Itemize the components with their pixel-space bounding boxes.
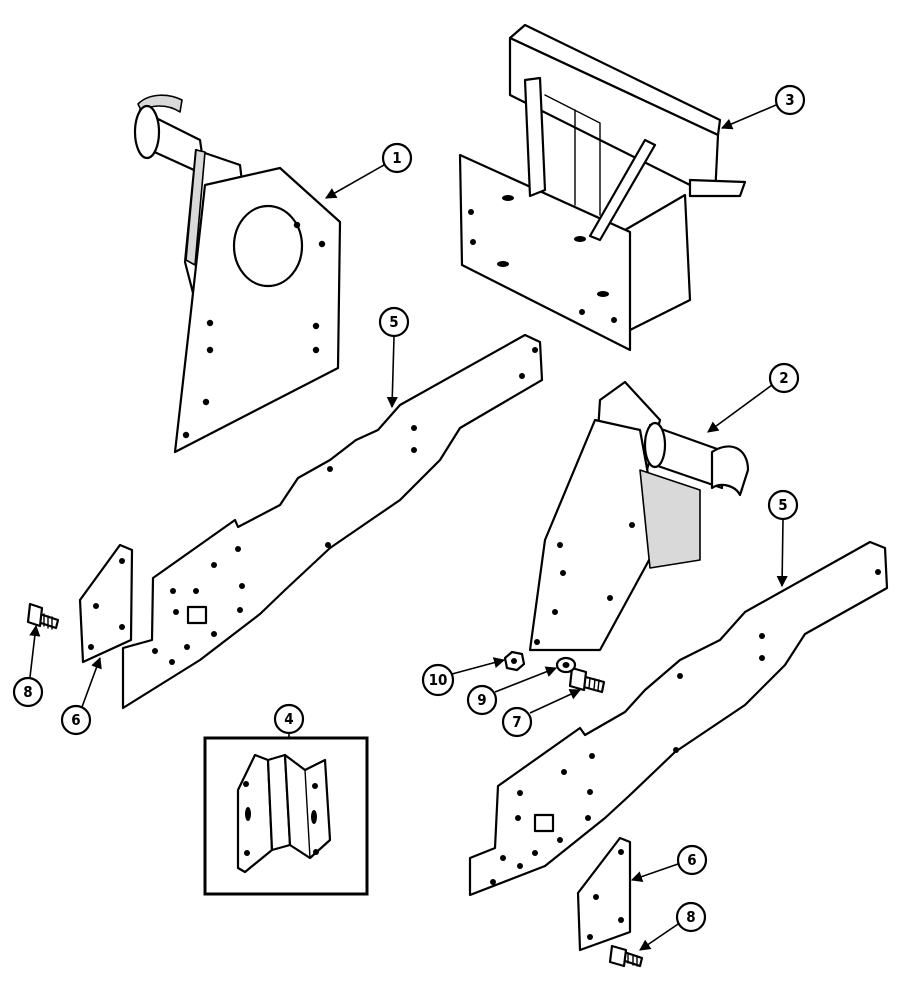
part-3-cross-member <box>458 23 747 352</box>
svg-text:10: 10 <box>429 671 448 689</box>
svg-text:2: 2 <box>779 369 788 387</box>
leader-7 <box>529 689 582 714</box>
svg-text:9: 9 <box>477 691 486 709</box>
svg-text:6: 6 <box>71 711 80 729</box>
callout-8-right: 8 <box>675 901 707 933</box>
svg-text:6: 6 <box>687 851 696 869</box>
leader-9 <box>494 666 558 693</box>
callout-6-left: 6 <box>60 704 92 736</box>
part-6-left-gusset-plate <box>78 543 134 664</box>
leader-8b <box>639 919 685 951</box>
part-5-right-side-plate <box>468 540 889 897</box>
leader-2 <box>707 384 773 433</box>
part-6-right-gusset-plate <box>576 836 632 952</box>
callout-5-right: 5 <box>767 489 799 521</box>
part-9-washer <box>555 656 577 674</box>
leader-1 <box>325 164 385 199</box>
callout-6-right: 6 <box>676 844 708 876</box>
leader-3 <box>720 104 777 130</box>
svg-text:5: 5 <box>389 313 398 331</box>
part-8-bolt-right <box>608 944 644 968</box>
svg-text:8: 8 <box>686 908 695 926</box>
part-7-bolt <box>568 666 606 694</box>
callout-8-left: 8 <box>12 676 44 708</box>
svg-text:5: 5 <box>778 496 787 514</box>
callout-3: 3 <box>774 84 806 116</box>
svg-text:7: 7 <box>512 713 521 731</box>
part-5-left-side-plate <box>121 333 544 710</box>
part-4-channel-bracket <box>236 753 332 874</box>
callout-7: 7 <box>501 706 533 738</box>
svg-text:3: 3 <box>785 91 794 109</box>
part-10-nut <box>503 650 526 672</box>
part-4-inset <box>203 736 369 896</box>
leader-8a <box>29 624 41 678</box>
callout-2: 2 <box>768 362 800 394</box>
leader-5a <box>386 336 398 409</box>
svg-text:1: 1 <box>392 149 401 167</box>
callout-5-left: 5 <box>378 306 410 338</box>
svg-text:4: 4 <box>284 710 293 728</box>
part-8-bolt-left <box>26 602 60 630</box>
leader-5b <box>776 519 788 588</box>
leader-6a <box>81 656 102 708</box>
callout-4: 4 <box>273 703 305 735</box>
leader-6b <box>630 863 679 882</box>
callout-9: 9 <box>466 684 498 716</box>
part-2-right-mount-bracket <box>528 380 750 652</box>
leader-10 <box>451 657 506 675</box>
svg-text:8: 8 <box>23 683 32 701</box>
part-1-left-mount-bracket <box>133 94 342 454</box>
leader-lines <box>29 104 788 951</box>
callout-10: 10 <box>421 663 455 697</box>
callout-1: 1 <box>381 142 413 174</box>
